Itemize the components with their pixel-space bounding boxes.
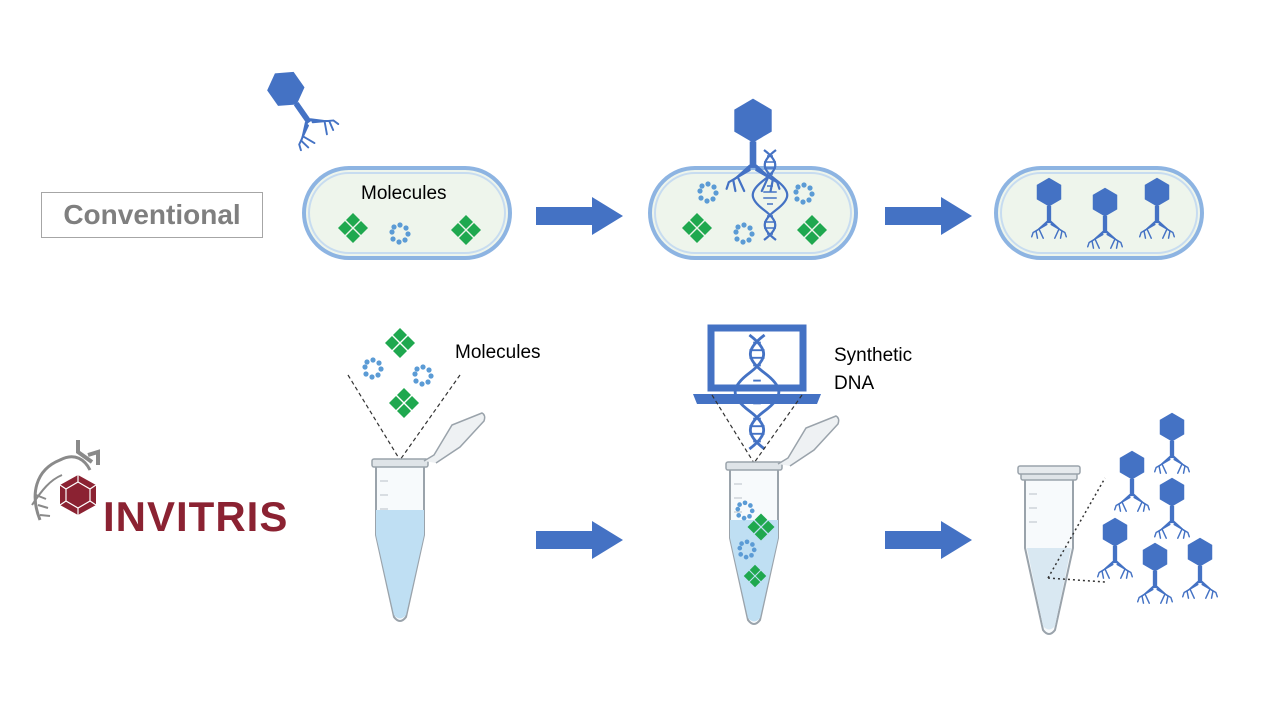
molecule-cluster-icon: [389, 388, 419, 418]
zoom-lines: [1047, 477, 1106, 583]
dna-helix-icon: [733, 333, 781, 451]
microtube-icon: [371, 412, 486, 622]
process-arrow-icon: [885, 197, 972, 235]
conventional-row: [255, 59, 1204, 260]
bacteriophage-icon: [1153, 412, 1191, 474]
funnel-lines: [347, 374, 461, 461]
funnel-lines: [711, 394, 803, 464]
bacteriophage-icon: [1181, 536, 1219, 599]
process-arrow-icon: [885, 521, 972, 559]
bacterial-cell-icon: [648, 166, 858, 260]
synthetic-label-line2: DNA: [834, 373, 875, 394]
bacteriophage-icon: [1153, 477, 1191, 539]
synthetic-label-line1: Synthetic: [834, 345, 913, 366]
invitris-brand: INVITRIS: [103, 493, 289, 540]
invitris-row: [31, 324, 1219, 635]
bacteriophage-icon: [1136, 541, 1174, 604]
microtube-icon: [1017, 465, 1081, 635]
conventional-label: Conventional: [41, 192, 263, 238]
process-arrow-icon: [536, 521, 623, 559]
process-arrow-icon: [536, 197, 623, 235]
bacterial-cell-icon: [994, 166, 1204, 260]
dot-cluster-icon: [412, 364, 434, 387]
bacteriophage-icon: [1113, 450, 1151, 512]
bacteriophage-icon: [1096, 516, 1134, 579]
dot-cluster-icon: [362, 357, 384, 380]
invitris-logo-icon: [31, 440, 100, 521]
molecule-cluster-icon: [385, 328, 415, 358]
bacteriophage-icon: [255, 59, 341, 153]
molecules-label-invitris: Molecules: [455, 342, 541, 363]
molecules-label-conventional: Molecules: [361, 183, 447, 204]
